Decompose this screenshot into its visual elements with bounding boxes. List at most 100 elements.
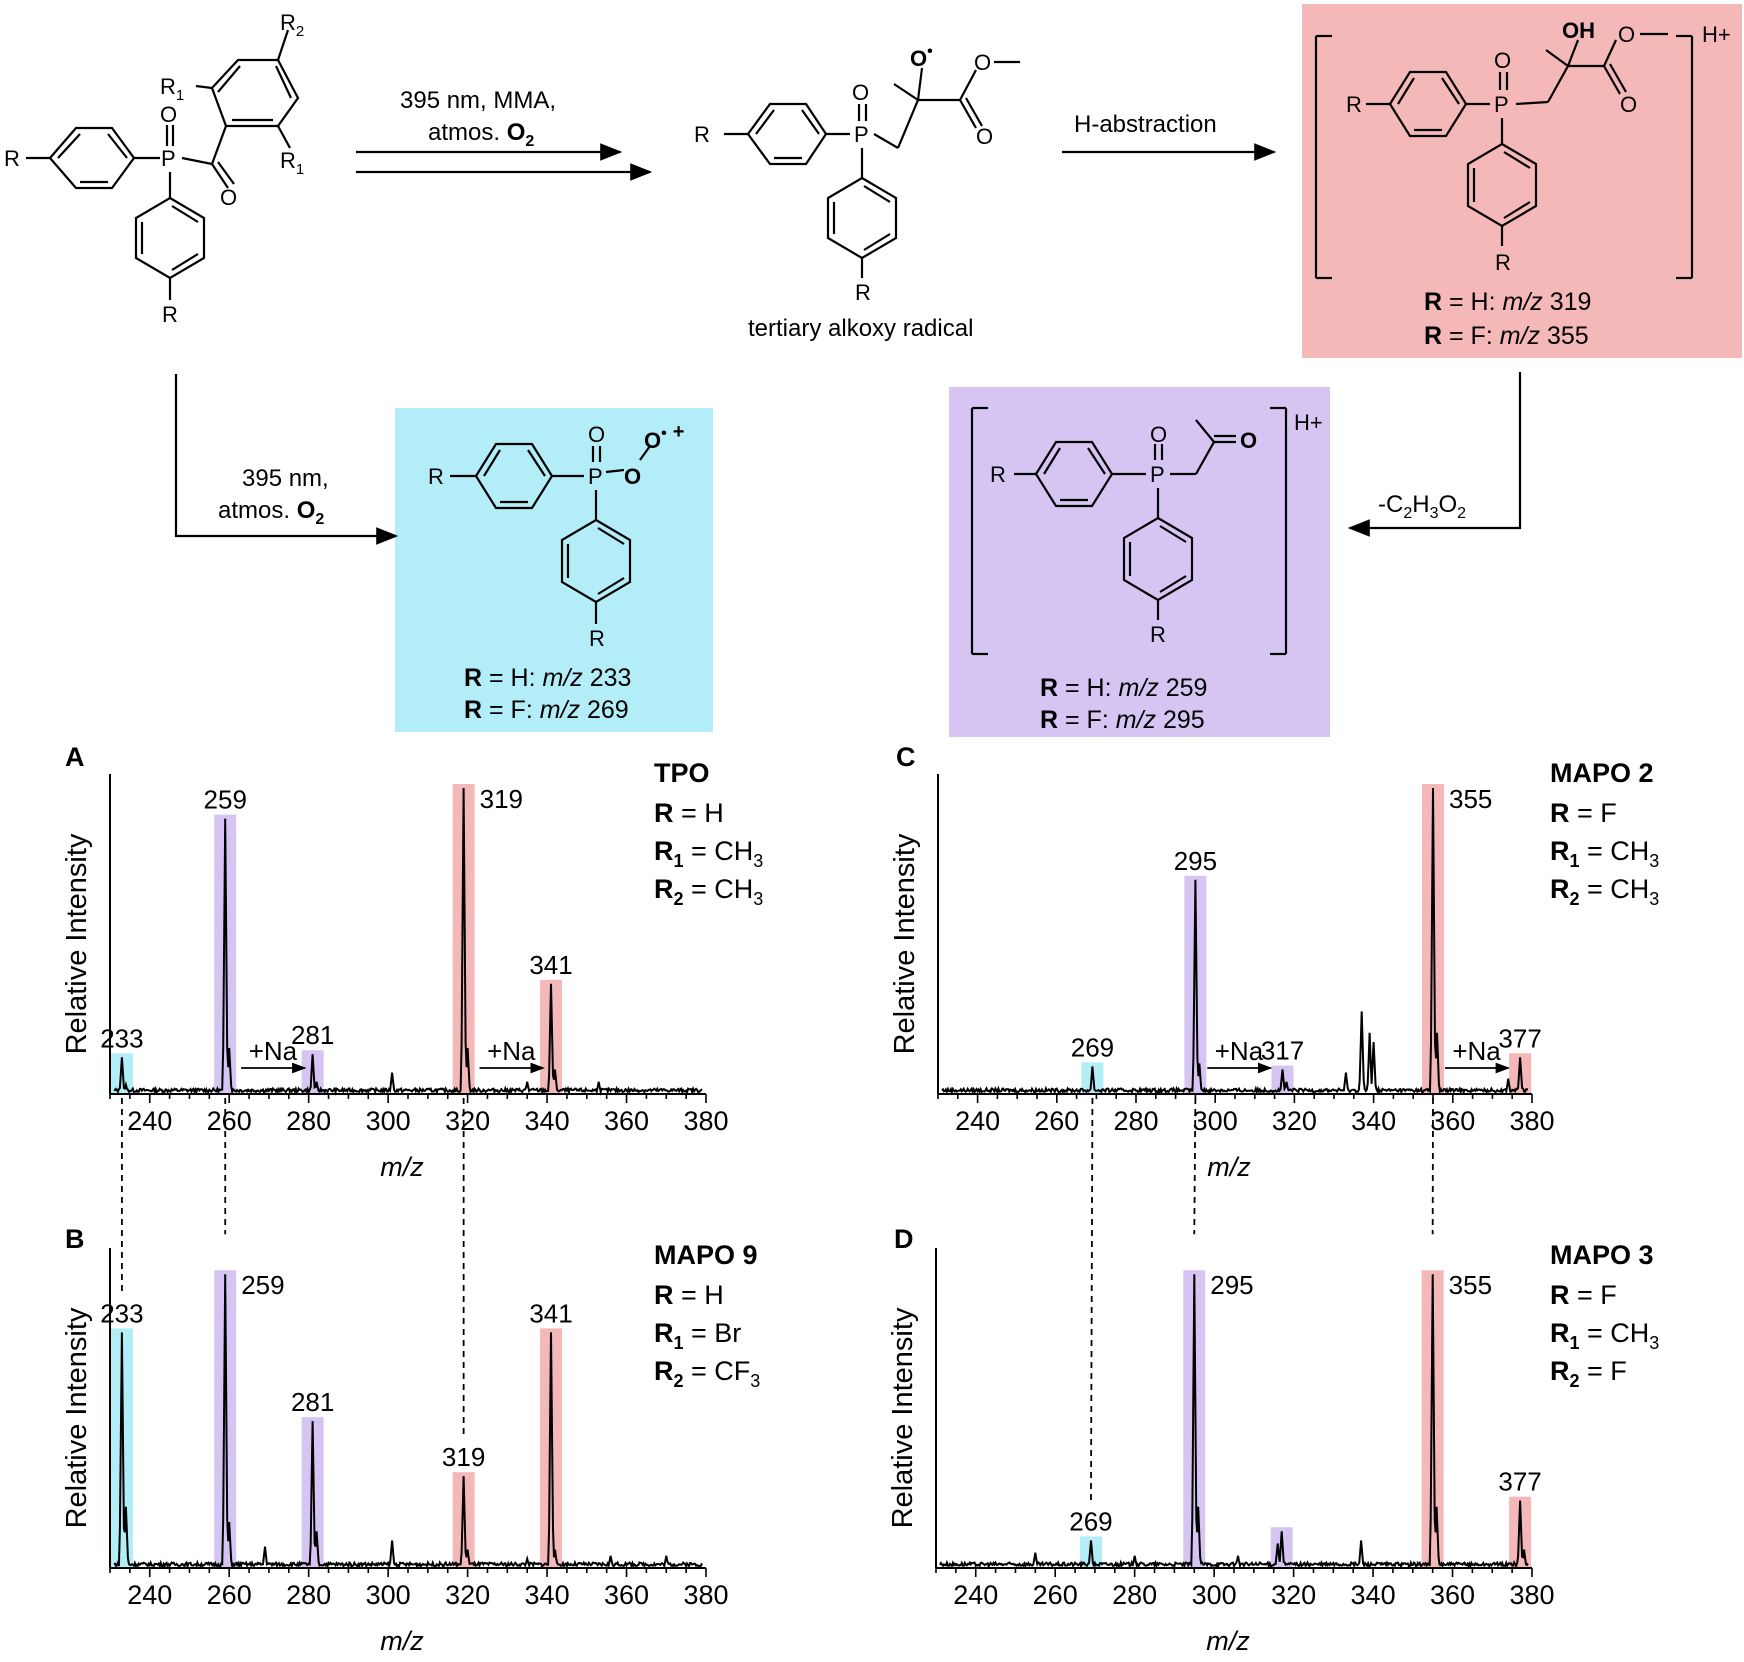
step4-conditions: 395 nm, atmos. O2 [218, 465, 329, 528]
purple-po-o: O [1150, 422, 1167, 447]
x-tick-label: 260 [1034, 1106, 1079, 1136]
panel-letter: C [896, 742, 916, 772]
reactant-r-bottom: R [162, 302, 178, 327]
peak-highlight-259 [214, 1270, 237, 1568]
peak-highlight-319 [452, 784, 475, 1094]
substituent-line: R = H [654, 798, 724, 828]
peak-label-355: 355 [1449, 1270, 1492, 1300]
reactant-r2: R2 [280, 10, 304, 40]
panel-letter: B [65, 1224, 85, 1254]
cyan-r-bottom: R [589, 626, 605, 651]
panel-letter: D [894, 1224, 914, 1254]
reactant-co-o: O [220, 185, 237, 210]
x-tick-label: 360 [604, 1106, 649, 1136]
red-r-left: R [1346, 92, 1362, 117]
x-tick-label: 240 [953, 1580, 998, 1610]
step3-arrow [1347, 372, 1522, 537]
reaction-scheme: R P O O R1 R1 R2 R 395 nm, MMA, atmos. O… [4, 4, 1742, 737]
red-r-bottom: R [1495, 250, 1511, 275]
substituent-line: R2 = CH3 [654, 874, 763, 909]
peak-label-317: 317 [1261, 1036, 1304, 1066]
peak-label-377: 377 [1498, 1023, 1541, 1053]
reactant-p: P [161, 146, 176, 171]
compound-name: TPO [654, 758, 710, 788]
x-tick-label: 360 [1430, 1106, 1475, 1136]
cyan-r-left: R [428, 464, 444, 489]
cyan-o-dot: O•+ [644, 421, 684, 453]
compound-name: MAPO 9 [654, 1240, 758, 1270]
x-axis-label: m/z [1207, 1152, 1251, 1182]
cyan-product-labels: R P O O O•+ R R = H: m/z 233 R = F: m/z … [428, 421, 684, 724]
substituent-line: R = F [1550, 1280, 1617, 1310]
x-tick-label: 280 [1113, 1106, 1158, 1136]
substituent-line: R1 = Br [654, 1318, 741, 1353]
x-tick-label: 240 [955, 1106, 1000, 1136]
cyan-product-structure [450, 442, 651, 624]
purple-charge: H+ [1294, 410, 1323, 435]
red-product-structure [1314, 32, 1694, 280]
x-tick-label: 360 [1430, 1580, 1475, 1610]
peak-highlight-377 [1509, 1053, 1532, 1094]
x-tick-label: 360 [604, 1580, 649, 1610]
step4-arrow [174, 374, 399, 545]
na-adduct-label: +Na [1452, 1036, 1501, 1066]
x-tick-label: 300 [1192, 1580, 1237, 1610]
dashed-peak-connectors [121, 1097, 1434, 1501]
radical-o-dot: O• [910, 43, 933, 71]
cyan-line2: R = F: m/z 269 [464, 696, 629, 724]
red-oh: OH [1562, 18, 1595, 43]
peak-label-281: 281 [291, 1020, 334, 1050]
spectrum-trace [113, 1274, 703, 1570]
peak-label-377: 377 [1498, 1467, 1541, 1497]
step2-label: H-abstraction [1074, 111, 1217, 138]
cyan-line1: R = H: m/z 233 [464, 664, 631, 692]
spectrum-trace [113, 787, 703, 1096]
substituent-line: R = H [654, 1280, 724, 1310]
y-axis-label: Relative Intensity [61, 1307, 93, 1528]
step1-line2: atmos. O2 [428, 119, 534, 150]
purple-line2: R = F: m/z 295 [1040, 706, 1205, 734]
spectrum-trace [941, 787, 1528, 1096]
step1-conditions: 395 nm, MMA, atmos. O2 [400, 87, 556, 150]
x-tick-label: 380 [683, 1106, 728, 1136]
red-carbonyl-o: O [1620, 92, 1637, 117]
peak-highlight-281 [301, 1417, 324, 1568]
x-tick-label: 300 [366, 1580, 411, 1610]
purple-r-bottom: R [1150, 622, 1166, 647]
purple-line1: R = H: m/z 259 [1040, 674, 1207, 702]
x-tick-label: 380 [1509, 1106, 1554, 1136]
peak-label-341: 341 [529, 950, 572, 980]
x-tick-label: 340 [525, 1580, 570, 1610]
cyan-po-o: O [588, 422, 605, 447]
red-line1: R = H: m/z 319 [1424, 288, 1591, 316]
x-tick-label: 280 [286, 1106, 331, 1136]
purple-product-structure [970, 406, 1288, 656]
radical-labels: R P O O• O O R tertiary alkoxy radical [694, 43, 993, 342]
x-tick-label: 340 [1351, 1106, 1396, 1136]
peak-label-295: 295 [1174, 846, 1217, 876]
red-ester-o: O [1618, 22, 1635, 47]
peak-label-259: 259 [241, 1270, 284, 1300]
step1-line1: 395 nm, MMA, [400, 87, 556, 114]
na-adduct-label: +Na [249, 1036, 298, 1066]
x-axis-label: m/z [1206, 1626, 1250, 1656]
red-p: P [1494, 92, 1509, 117]
radical-ester-o: O [974, 50, 991, 75]
peak-highlight-295 [1184, 875, 1207, 1094]
x-tick-label: 240 [127, 1106, 172, 1136]
peak-highlight-233 [110, 1328, 133, 1568]
peak-highlight-355 [1422, 784, 1444, 1094]
x-tick-label: 280 [286, 1580, 331, 1610]
peak-highlight-341 [540, 979, 563, 1094]
x-tick-label: 260 [207, 1580, 252, 1610]
peak-label-233: 233 [100, 1298, 143, 1328]
purple-r-left: R [990, 462, 1006, 487]
purple-ketone-o: O [1240, 428, 1257, 453]
x-axis-label: m/z [380, 1626, 424, 1656]
spectrum-trace [939, 1274, 1529, 1570]
radical-r-left: R [694, 122, 710, 147]
step4-line2: atmos. O2 [218, 497, 324, 528]
panel-letter: A [65, 742, 85, 772]
x-tick-label: 300 [366, 1106, 411, 1136]
